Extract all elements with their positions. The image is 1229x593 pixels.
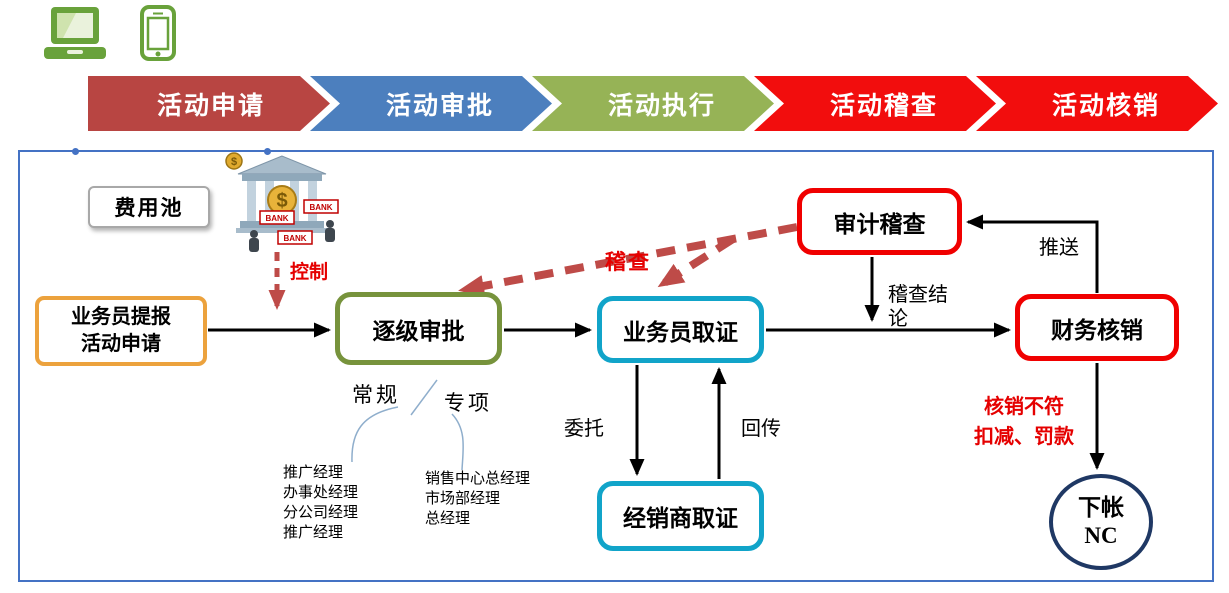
coin-dollar-text: $ bbox=[276, 190, 287, 212]
annotation-line: 核销不符 bbox=[984, 396, 1064, 418]
node-level-approval: 逐级审批 bbox=[335, 292, 502, 365]
role-item: 销售中心总经理 bbox=[425, 471, 531, 487]
node-nc-ledger: 下帐 NC bbox=[1049, 474, 1153, 570]
edge-label-entrust: 委托 bbox=[564, 418, 604, 440]
role-item: 推广经理 bbox=[283, 465, 344, 481]
mobile-phone-icon bbox=[140, 5, 176, 61]
role-item: 总经理 bbox=[425, 511, 471, 527]
role-item: 市场部经理 bbox=[425, 491, 501, 507]
node-salesman-evidence: 业务员取证 bbox=[597, 296, 764, 363]
annotation-mismatch-penalty: 核销不符 扣减、罚款 bbox=[948, 392, 1100, 452]
stage-activity-writeoff: 活动核销 bbox=[976, 76, 1218, 131]
bank-sign-text: BANK bbox=[283, 234, 306, 243]
bank-sign-text: BANK bbox=[265, 214, 288, 223]
node-label-line: 业务员提报 bbox=[71, 306, 171, 328]
role-list-special: 销售中心总经理 市场部经理 总经理 bbox=[425, 469, 530, 529]
connector-dot bbox=[72, 148, 79, 155]
coin-dollar-text: $ bbox=[231, 156, 237, 168]
people-figures bbox=[249, 220, 335, 252]
group-label-special: 专项 bbox=[444, 391, 492, 415]
node-label-line: 下帐 bbox=[1078, 495, 1124, 520]
laptop-icon bbox=[44, 7, 106, 59]
node-finance-writeoff: 财务核销 bbox=[1015, 294, 1179, 361]
connector-dot bbox=[264, 148, 271, 155]
node-label-line: 活动申请 bbox=[81, 333, 161, 355]
edge-label-return: 回传 bbox=[741, 418, 781, 440]
annotation-line: 扣减、罚款 bbox=[974, 426, 1074, 448]
edge-label-inspect-result: 稽查结 论 bbox=[888, 283, 984, 331]
edge-label-control: 控制 bbox=[290, 262, 329, 283]
edge-label-line: 稽查结 bbox=[888, 284, 948, 306]
role-item: 办事处经理 bbox=[283, 485, 359, 501]
stage-activity-execution: 活动执行 bbox=[532, 76, 774, 131]
stage-activity-inspection: 活动稽查 bbox=[754, 76, 996, 131]
stage-activity-approval: 活动审批 bbox=[310, 76, 552, 131]
node-dealer-evidence: 经销商取证 bbox=[597, 481, 764, 551]
bank-sign-text: BANK bbox=[309, 203, 332, 212]
role-item: 推广经理 bbox=[283, 525, 344, 541]
edge-label-line: 论 bbox=[888, 308, 908, 330]
group-label-regular: 常规 bbox=[352, 383, 400, 407]
process-stage-banner: 活动申请 活动审批 活动执行 活动稽查 活动核销 bbox=[0, 76, 1229, 131]
bank-clipart: $ $ BANK BANK BANK bbox=[225, 152, 339, 252]
role-list-regular: 推广经理 办事处经理 分公司经理 推广经理 bbox=[283, 463, 358, 543]
stage-activity-application: 活动申请 bbox=[88, 76, 330, 131]
bank-signs: BANK BANK BANK bbox=[259, 199, 339, 245]
role-item: 分公司经理 bbox=[283, 505, 359, 521]
node-label-line: NC bbox=[1084, 523, 1118, 548]
fee-pool-label: 费用池 bbox=[88, 186, 210, 228]
node-audit-inspection: 审计稽查 bbox=[797, 188, 962, 255]
node-salesman-submit: 业务员提报 活动申请 bbox=[35, 296, 207, 366]
edge-label-push: 推送 bbox=[1039, 237, 1079, 259]
edge-label-inspect: 稽查 bbox=[605, 250, 651, 274]
